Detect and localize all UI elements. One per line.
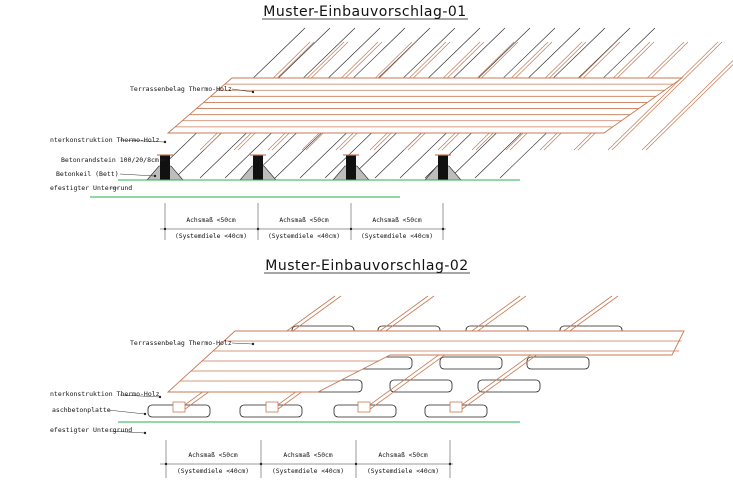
variant1-dimension-system: (Systemdiele <40cm) [175,233,247,240]
variant2-joists [172,295,619,413]
paving-plate [526,356,590,370]
variant2-leaders [107,342,255,435]
variant2-label-paver: aschbetonplatte [52,406,111,414]
joist-end [172,401,186,413]
variant2-dimension-system: (Systemdiele <40cm) [367,468,439,475]
deck-outline [166,330,685,393]
variant2-dimension-axis: Achsmaß <50cm [188,452,237,459]
variant1-dimension-axis: Achsmaß <50cm [186,217,235,224]
variant1-dimension-chain [160,203,446,240]
curb-stone [253,155,263,180]
joist-line [641,60,733,151]
variant1-supports [146,154,462,181]
paving-plate [477,379,541,393]
variant1-dimension-axis: Achsmaß <50cm [372,217,421,224]
variant2-title: Muster-Einbauvorschlag-02 [265,258,468,274]
joist-line [645,64,733,151]
variant2-dimension-system: (Systemdiele <40cm) [177,468,249,475]
variant1-label-decking: Terrassenbelag Thermo-Holz [130,85,232,93]
variant1-dimension-system: (Systemdiele <40cm) [361,233,433,240]
variant2-label-substructure: nterkonstruktion Thermo-Holz [50,390,160,398]
curb-stone [346,155,356,180]
variant2-dimension-system: (Systemdiele <40cm) [272,468,344,475]
deck-outline [166,77,684,134]
variant1-dimension-axis: Achsmaß <50cm [279,217,328,224]
variant1-label-subgrade: efestigter Untergrund [50,184,132,192]
variant1-dimension-system: (Systemdiele <40cm) [268,233,340,240]
variant2-dimension-axis: Achsmaß <50cm [283,452,332,459]
joist-line [611,41,723,151]
joist-end [265,401,279,413]
variant2-deck-boards [166,330,685,393]
variant1-label-curb-stone: Betonrandstein 100/20/8cm [61,156,159,164]
variant2-dimension-chain [160,440,453,478]
variant2-dimension-axis: Achsmaß <50cm [378,452,427,459]
joist-line [607,41,719,151]
variant1-title: Muster-Einbauvorschlag-01 [263,4,466,20]
curb-stone [160,155,170,180]
variant2-label-subgrade: efestigter Untergrund [50,426,132,434]
variant2-label-decking: Terrassenbelag Thermo-Holz [130,339,232,347]
variant1-label-concrete-wedge: Betonkeil (Bett) [56,170,119,178]
paving-plate [389,379,453,393]
joist-end [357,401,371,413]
variant1-label-substructure: nterkonstruktion Thermo-Holz [50,136,160,144]
joist-end [449,401,463,413]
variant1-leaders [110,88,255,189]
variant1-deck-boards [166,77,684,134]
paving-plate [439,356,503,370]
curb-stone [438,155,448,180]
